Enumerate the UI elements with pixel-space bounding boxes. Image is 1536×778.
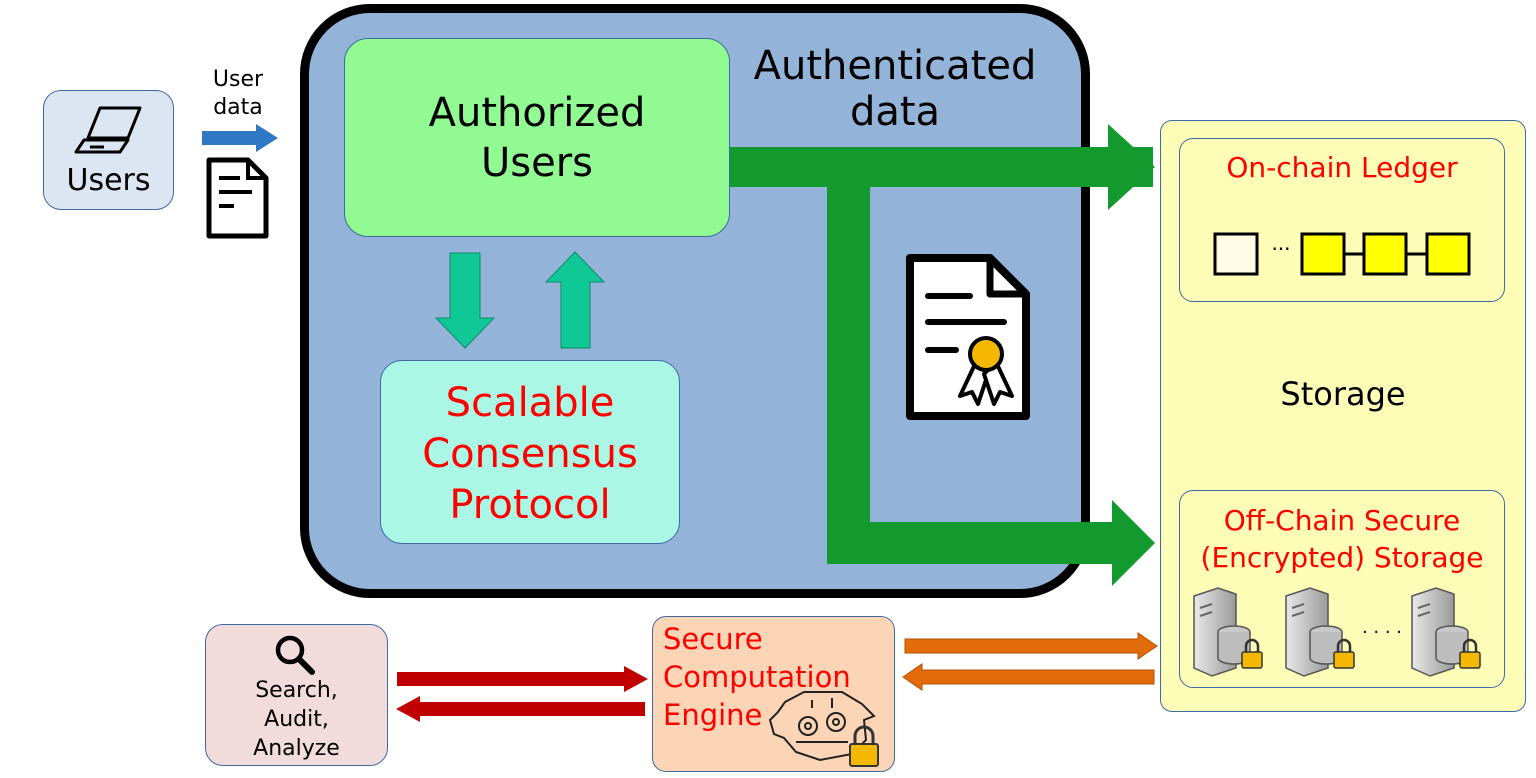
offchain-storage-title: Off-Chain Secure (Encrypted) Storage <box>1179 502 1505 576</box>
down-arrow-to-consensus <box>434 252 496 349</box>
user-data-arrow <box>202 124 278 152</box>
arrow-search-to-engine <box>397 666 648 692</box>
search-audit-label: Search, Audit, Analyze <box>205 676 388 763</box>
arrow-engine-to-search <box>396 696 645 722</box>
arrow-to-offchain <box>1112 500 1155 586</box>
consensus-line3: Protocol <box>449 482 611 528</box>
users-label: Users <box>66 163 151 198</box>
engine-line2: Computation <box>663 660 851 694</box>
authenticated-data-line2: data <box>849 89 941 135</box>
arrow-engine-to-storage <box>904 632 1158 660</box>
engine-line1: Secure <box>663 622 763 656</box>
authorized-line2: Users <box>480 140 593 186</box>
consensus-line2: Consensus <box>422 431 638 477</box>
ledger-ellipsis: ··· <box>1271 237 1291 261</box>
search-line3: Analyze <box>253 736 340 761</box>
authenticated-data-label: Authenticated data <box>745 43 1045 135</box>
arrow-to-onchain <box>1108 124 1155 210</box>
authenticated-data-line1: Authenticated <box>753 43 1037 89</box>
user-data-label: User data <box>196 66 280 122</box>
offchain-line1: Off-Chain Secure <box>1223 504 1461 537</box>
storage-label: Storage <box>1280 375 1406 413</box>
engine-line3: Engine <box>663 698 763 732</box>
offchain-line2: (Encrypted) Storage <box>1200 541 1484 574</box>
secure-engine-label: Secure Computation Engine <box>663 620 851 734</box>
up-arrow-to-authorized <box>544 251 606 349</box>
user-data-line2: data <box>213 95 263 120</box>
consensus-protocol-label: Scalable Consensus Protocol <box>380 378 680 531</box>
onchain-ledger-title: On-chain Ledger <box>1226 151 1458 184</box>
server-ellipsis: · · · · <box>1361 622 1403 643</box>
search-line2: Audit, <box>264 707 329 732</box>
consensus-line1: Scalable <box>445 380 615 426</box>
authorized-users-label: Authorized Users <box>344 88 730 188</box>
consensus-protocol-box <box>380 360 680 544</box>
authorized-line1: Authorized <box>428 90 646 136</box>
search-line1: Search, <box>255 678 338 703</box>
authenticated-data-arrows <box>728 124 1155 586</box>
user-data-line1: User <box>212 67 264 92</box>
authorized-users-box <box>344 38 730 237</box>
arrow-storage-to-engine <box>902 663 1155 691</box>
